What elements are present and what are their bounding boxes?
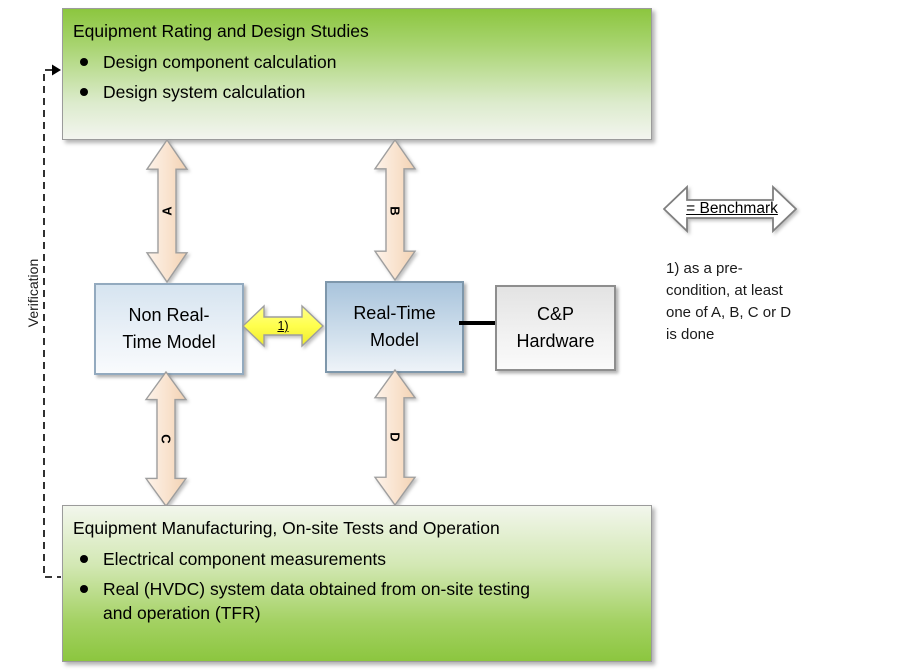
arrow-c-label: C xyxy=(158,434,174,444)
non-realtime-model-box: Non Real- Time Model xyxy=(94,283,244,375)
bullet-icon xyxy=(80,555,88,563)
model-link-arrow xyxy=(242,304,324,348)
list-item: Electrical component measurements xyxy=(63,547,651,571)
node-label-line: C&P xyxy=(536,304,574,324)
realtime-model-box: Real-Time Model xyxy=(325,281,464,373)
bullet-icon xyxy=(80,585,88,593)
list-item: Design component calculation xyxy=(63,50,651,74)
node-label-line: Model xyxy=(369,330,420,350)
bullet-text: Real (HVDC) system data obtained from on… xyxy=(103,579,530,623)
node-label-line: Hardware xyxy=(516,331,595,351)
verification-arrowhead-icon xyxy=(52,64,61,76)
note-line: one of A, B, C or D xyxy=(666,304,792,321)
benchmark-legend-arrow xyxy=(663,184,797,234)
list-item: Real (HVDC) system data obtained from on… xyxy=(63,577,651,625)
equipment-manufacturing-title: Equipment Manufacturing, On-site Tests a… xyxy=(73,518,500,538)
arrow-a-label: A xyxy=(159,206,175,216)
model-link-label: 1) xyxy=(277,319,289,333)
bullet-icon xyxy=(80,58,88,66)
arrow-a xyxy=(145,139,189,283)
note-line: condition, at least xyxy=(666,282,783,299)
node-label-line: Time Model xyxy=(122,332,216,352)
list-item: Design system calculation xyxy=(63,80,651,104)
note-line: is done xyxy=(666,326,715,343)
bullet-text: Design system calculation xyxy=(103,82,306,102)
note-line: 1) as a pre- xyxy=(666,260,743,277)
node-label-line: Non Real- xyxy=(128,305,210,325)
verification-label: Verification xyxy=(25,258,41,328)
bullet-icon xyxy=(80,88,88,96)
precondition-note: 1) as a pre- condition, at least one of … xyxy=(666,258,791,346)
node-label-line: Real-Time xyxy=(353,303,436,323)
equipment-rating-box: Equipment Rating and Design Studies Desi… xyxy=(62,8,652,140)
cp-hardware-box: C&P Hardware xyxy=(495,285,616,371)
arrow-d-label: D xyxy=(387,432,403,442)
arrow-b-label: B xyxy=(387,206,403,216)
bullet-text: Design component calculation xyxy=(103,52,337,72)
bullet-text: Electrical component measurements xyxy=(103,549,387,569)
equipment-rating-title: Equipment Rating and Design Studies xyxy=(73,21,369,41)
benchmark-legend-label: = Benchmark xyxy=(686,200,778,217)
arrow-b xyxy=(373,139,417,281)
equipment-manufacturing-box: Equipment Manufacturing, On-site Tests a… xyxy=(62,505,652,662)
cp-connector-line xyxy=(459,321,496,325)
